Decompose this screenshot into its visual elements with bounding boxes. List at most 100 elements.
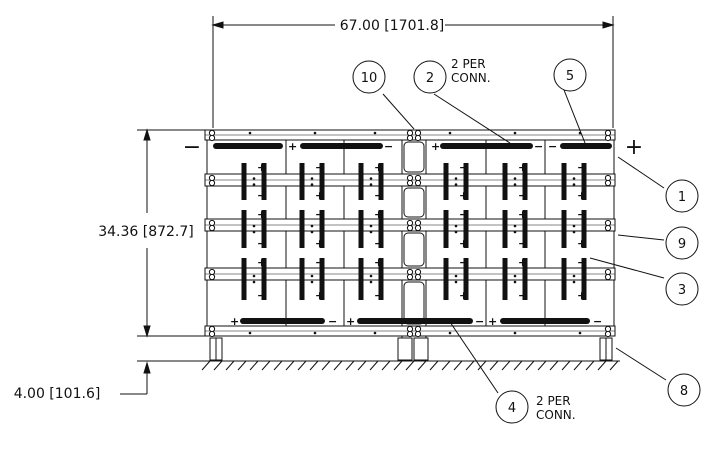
connector-sign: − [384,140,393,153]
connector-bar [240,318,325,324]
bolt [604,325,612,333]
rail-dot [448,131,452,135]
bolt [414,134,422,142]
connector-sign: − [534,140,543,153]
balloon-5-label: 5 [566,69,574,84]
connector-sign: + [230,315,239,328]
cell-dot [513,274,517,278]
cell-post [443,163,449,200]
rail-dot [513,331,517,335]
connector-bar [300,143,383,149]
hatch-stroke [441,360,451,371]
balloon-9: 9 [665,226,699,260]
hatch-stroke [309,360,319,371]
cell-dot [572,280,576,284]
cell-dot [310,183,314,186]
balloon-8-label: 8 [680,384,688,399]
bolt [208,179,216,187]
cell-dot [310,274,314,278]
balloon-2-label: 2 [426,71,434,86]
balloon-4-label: 4 [508,401,516,416]
bolt [414,273,422,281]
cell-dot [252,280,256,284]
width-dimension-label: 67.00 [1701.8] [340,18,444,34]
cell-post [522,163,528,200]
rack-feet [209,337,613,361]
balloon-2: 2 [413,60,447,94]
bolt [406,330,414,338]
rail-dot [513,131,517,135]
cell-post [378,210,384,248]
center-spacer [403,187,425,218]
cell-post [443,210,449,248]
bolt [406,224,414,232]
hatch-stroke [585,360,595,371]
battery-cells: +−−++−−++−−++−−++−−++−−++−−++−−++−−+ [241,161,587,302]
cell-sign-top: + [257,161,266,174]
cell-post [299,210,305,248]
cell-sign-top: + [518,208,527,221]
hatch-stroke [477,360,487,371]
cell-post [319,163,325,200]
cell-dot [513,280,517,284]
cell-post [261,163,267,200]
cell-post [561,258,567,300]
cell-sign-top: + [374,208,383,221]
cell-sign-bottom: + [459,189,468,202]
bolt [208,268,216,276]
cell-dot [369,274,373,278]
connector-bar [560,143,612,149]
cell-post [358,163,364,200]
connector-bar [213,143,283,149]
connector-bar [357,318,473,324]
cell-dot [252,224,256,228]
note-2-line2: CONN. [451,71,491,85]
cell-sign-bottom: − [374,289,383,302]
cell-dot [572,224,576,228]
cell-post [581,258,587,300]
hatch-stroke [429,360,439,371]
base-height-dimension-label: 4.00 [101.6] [14,386,101,402]
bolt [604,219,612,227]
cell-sign-bottom: + [577,289,586,302]
bolt [414,330,422,338]
cell-sign-top: + [518,161,527,174]
cell-post [261,258,267,300]
rail-dot [248,331,252,335]
note-4-line2: CONN. [536,408,576,422]
cell-sign-top: − [459,161,468,174]
cell-sign-top: − [315,256,324,269]
bolt [208,224,216,232]
hatch-stroke [609,360,619,371]
cell-post [463,163,469,200]
connector-bar [500,318,590,324]
cell-dot [572,230,576,234]
bolt [604,268,612,276]
balloon-1-label: 1 [678,190,686,205]
cell-dot [454,224,458,228]
cell-dot [513,177,517,180]
cell-dot [454,183,458,186]
cell-sign-bottom: + [315,289,324,302]
balloon-3-label: 3 [678,283,686,298]
cell-sign-bottom: − [257,189,266,202]
cell-post [561,210,567,248]
cell-sign-top: + [257,208,266,221]
hatch-stroke [465,360,475,371]
balloon-4: 4 [495,390,529,424]
rail-dot [373,131,377,135]
hatch-stroke [501,360,511,371]
cell-post [502,163,508,200]
bolt [406,273,414,281]
cell-dot [369,183,373,186]
bolt [604,273,612,281]
cell-sign-top: − [577,256,586,269]
center-spacer [403,232,425,267]
hatch-stroke [525,360,535,371]
cell-dot [454,280,458,284]
cell-post [241,258,247,300]
cell-dot [252,183,256,186]
cell-sign-top: − [577,208,586,221]
leader-lines [382,89,667,394]
rail-dot [313,131,317,135]
